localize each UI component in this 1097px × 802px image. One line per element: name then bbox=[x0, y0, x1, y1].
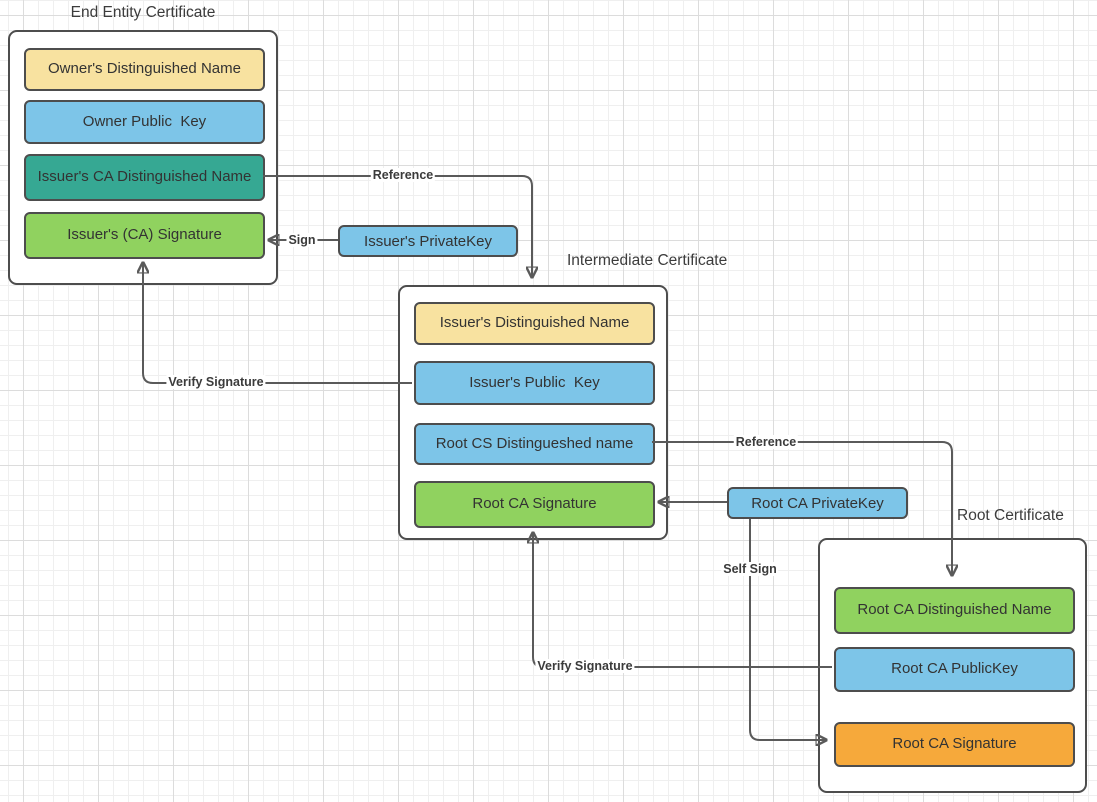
reference-label-1: Reference bbox=[370, 168, 436, 182]
verify-signature-label-1: Verify Signature bbox=[166, 375, 266, 389]
root-ca-private-key-box: Root CA PrivateKey bbox=[727, 487, 908, 519]
field-issuers-ca-signature: Issuer's (CA) Signature bbox=[24, 212, 265, 259]
field-root-ca-signature-root: Root CA Signature bbox=[834, 722, 1075, 767]
intermediate-certificate-title: Intermediate Certificate bbox=[567, 252, 728, 269]
self-sign-arrow bbox=[749, 519, 825, 740]
root-certificate-box: Root CA Distinguished Name Root CA Publi… bbox=[818, 538, 1087, 793]
field-owners-distinguished-name: Owner's Distinguished Name bbox=[24, 48, 265, 91]
root-certificate-title: Root Certificate bbox=[957, 507, 1064, 524]
end-entity-certificate-box: Owner's Distinguished Name Owner Public … bbox=[8, 30, 278, 285]
sign-label: Sign bbox=[286, 233, 318, 247]
field-root-ca-distinguished-name: Root CA Distinguished Name bbox=[834, 587, 1075, 634]
field-root-ca-signature-intermediate: Root CA Signature bbox=[414, 481, 655, 528]
field-root-cs-distingueshed-name: Root CS Distingueshed name bbox=[414, 423, 655, 465]
reference-label-2: Reference bbox=[733, 435, 799, 449]
field-issuers-distinguished-name: Issuer's Distinguished Name bbox=[414, 302, 655, 345]
self-sign-label: Self Sign bbox=[721, 562, 779, 576]
field-owner-public-key: Owner Public Key bbox=[24, 100, 265, 144]
verify-signature-arrow-root-to-intermediate bbox=[533, 534, 832, 668]
field-root-ca-publickey: Root CA PublicKey bbox=[834, 647, 1075, 692]
end-entity-certificate-title: End Entity Certificate bbox=[70, 4, 216, 21]
intermediate-certificate-box: Issuer's Distinguished Name Issuer's Pub… bbox=[398, 285, 668, 540]
field-issuers-ca-distinguished-name: Issuer's CA Distinguished Name bbox=[24, 154, 265, 201]
verify-signature-label-2: Verify Signature bbox=[535, 659, 635, 673]
field-issuers-public-key: Issuer's Public Key bbox=[414, 361, 655, 405]
issuers-private-key-box: Issuer's PrivateKey bbox=[338, 225, 518, 257]
